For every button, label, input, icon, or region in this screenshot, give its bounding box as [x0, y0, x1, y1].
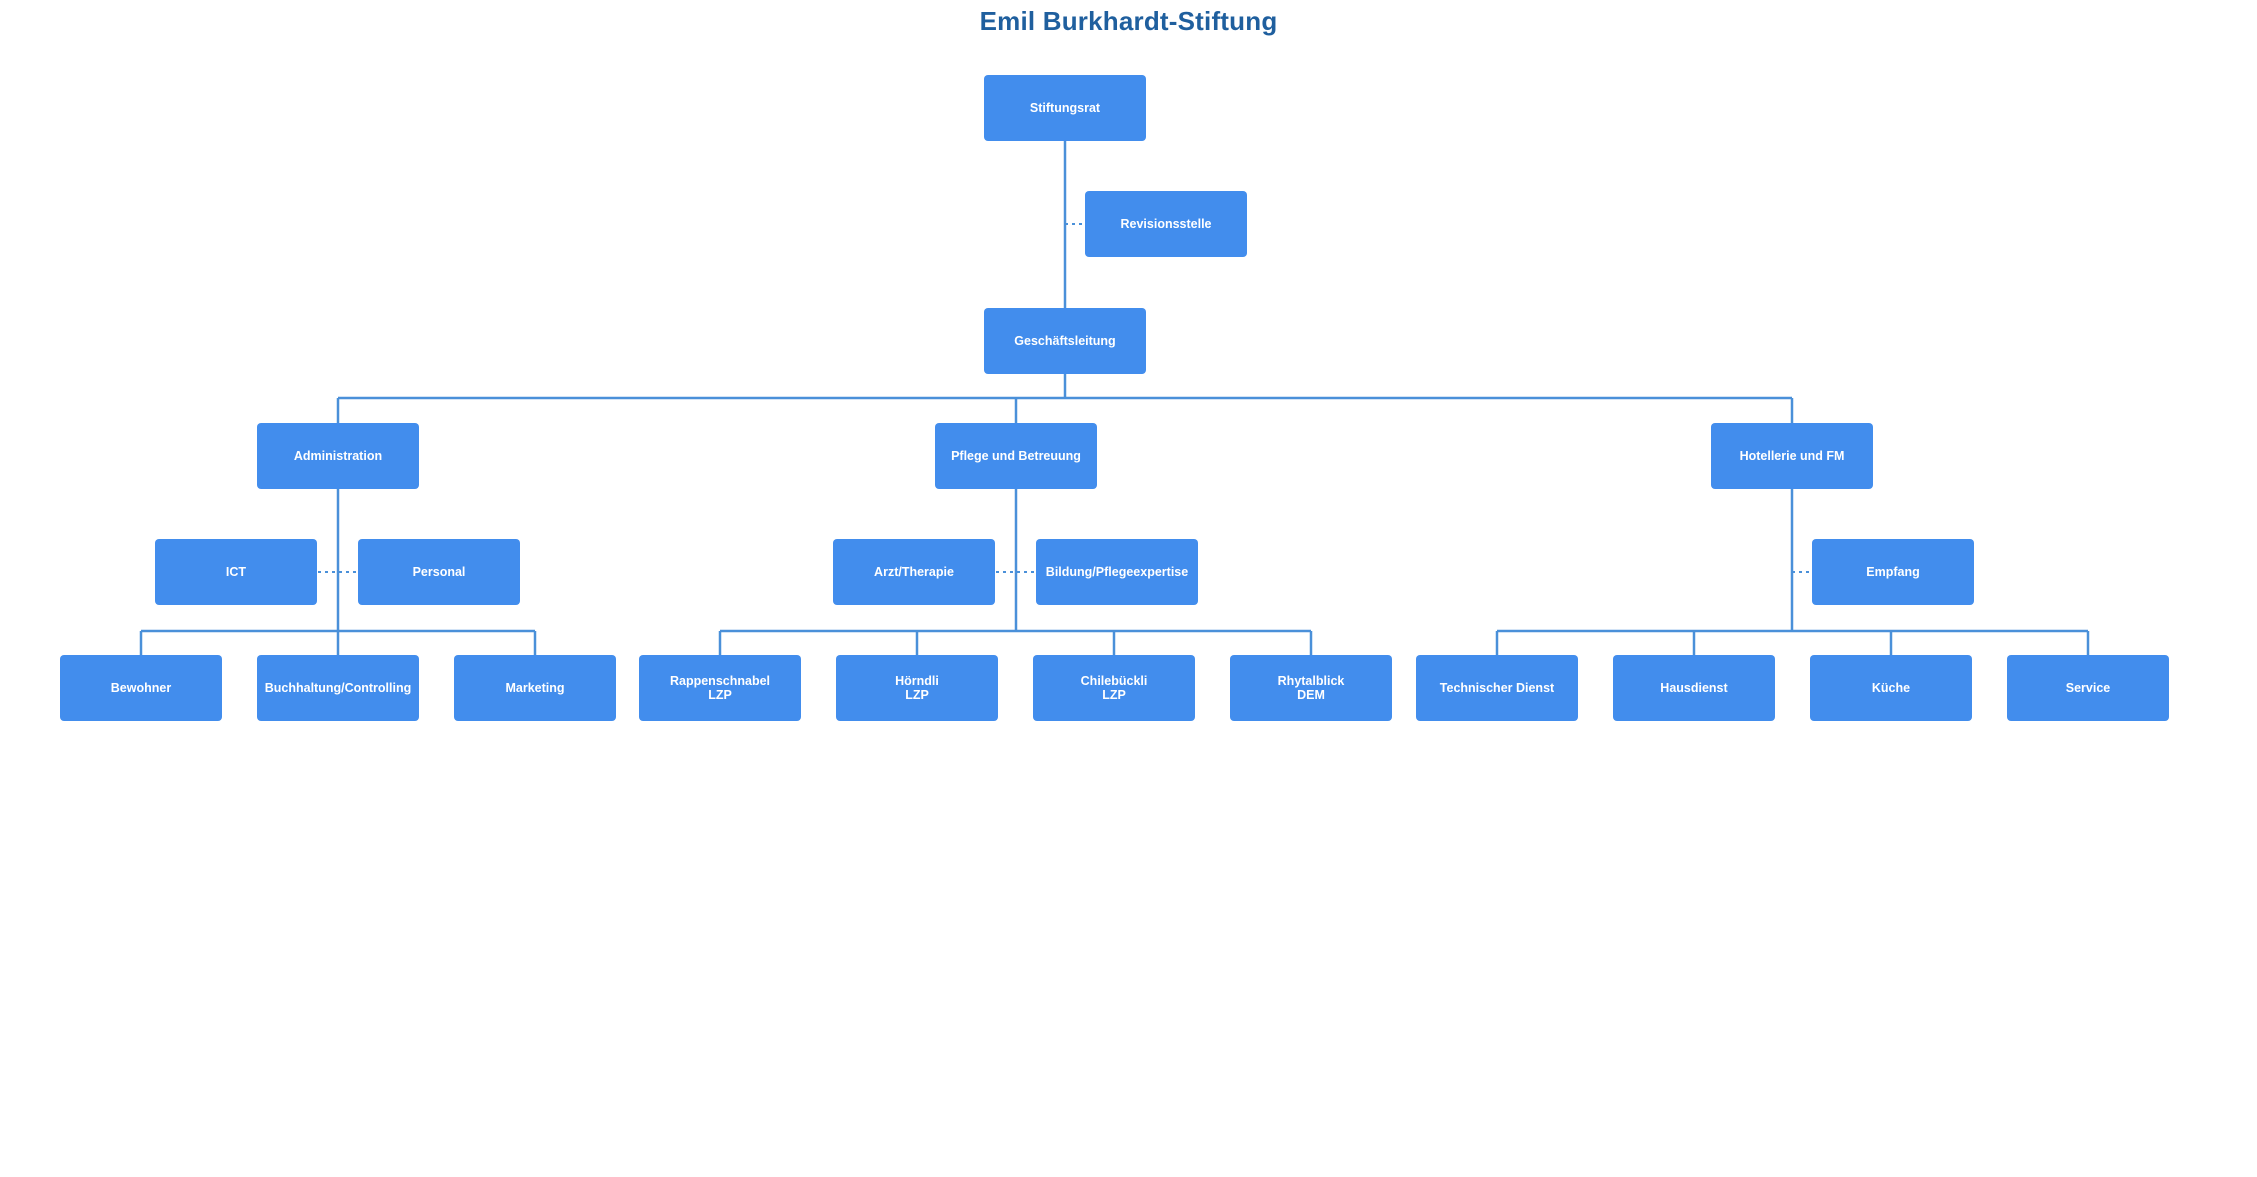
- node-hoerndli-lzp[interactable]: Hörndli LZP: [836, 655, 998, 721]
- node-chilebuekli-lzp[interactable]: Chilebückli LZP: [1033, 655, 1195, 721]
- node-label: Rhytalblick: [1277, 674, 1345, 688]
- node-label: Stiftungsrat: [1029, 101, 1101, 115]
- node-bildung-pflegeexpertise[interactable]: Bildung/Pflegeexpertise: [1036, 539, 1198, 605]
- node-label-group: Hörndli LZP: [895, 674, 939, 702]
- node-label: Bewohner: [110, 681, 172, 695]
- node-label-group: Rhytalblick DEM: [1278, 674, 1345, 702]
- node-personal[interactable]: Personal: [358, 539, 520, 605]
- node-label: Rappenschnabel: [669, 674, 771, 688]
- node-hotellerie-und-fm[interactable]: Hotellerie und FM: [1711, 423, 1873, 489]
- node-administration[interactable]: Administration: [257, 423, 419, 489]
- node-label: Küche: [1871, 681, 1911, 695]
- chart-title: Emil Burkhardt-Stiftung: [979, 6, 1278, 36]
- node-label: Marketing: [505, 681, 565, 695]
- node-label-group: Rappenschnabel LZP: [670, 674, 770, 702]
- node-pflege-und-betreuung[interactable]: Pflege und Betreuung: [935, 423, 1097, 489]
- node-label: Hörndli: [895, 674, 939, 688]
- node-kueche[interactable]: Küche: [1810, 655, 1972, 721]
- node-sublabel: LZP: [905, 688, 929, 702]
- node-geschaeftsleitung[interactable]: Geschäftsleitung: [984, 308, 1146, 374]
- node-hausdienst[interactable]: Hausdienst: [1613, 655, 1775, 721]
- node-buchhaltung-controlling[interactable]: Buchhaltung/Controlling: [257, 655, 419, 721]
- node-ict[interactable]: ICT: [155, 539, 317, 605]
- node-label: Personal: [412, 565, 466, 579]
- node-sublabel: DEM: [1297, 688, 1325, 702]
- node-label: Bildung/Pflegeexpertise: [1045, 565, 1189, 579]
- node-label: Technischer Dienst: [1439, 681, 1555, 695]
- node-label: Revisionsstelle: [1120, 217, 1212, 231]
- node-empfang[interactable]: Empfang: [1812, 539, 1974, 605]
- node-label: Pflege und Betreuung: [951, 449, 1081, 463]
- node-label: Hotellerie und FM: [1739, 449, 1845, 463]
- node-sublabel: LZP: [1102, 688, 1126, 702]
- node-label: ICT: [225, 565, 247, 579]
- node-sublabel: LZP: [708, 688, 732, 702]
- node-rappenschnabel-lzp[interactable]: Rappenschnabel LZP: [639, 655, 801, 721]
- node-bewohner[interactable]: Bewohner: [60, 655, 222, 721]
- node-stiftungsrat[interactable]: Stiftungsrat: [984, 75, 1146, 141]
- node-label: Hausdienst: [1660, 681, 1728, 695]
- node-label: Administration: [293, 449, 383, 463]
- node-revisionsstelle[interactable]: Revisionsstelle: [1085, 191, 1247, 257]
- node-label: Geschäftsleitung: [1014, 334, 1116, 348]
- node-technischer-dienst[interactable]: Technischer Dienst: [1416, 655, 1578, 721]
- node-label: Empfang: [1866, 565, 1920, 579]
- node-label-group: Chilebückli LZP: [1081, 674, 1148, 702]
- node-arzt-therapie[interactable]: Arzt/Therapie: [833, 539, 995, 605]
- node-label: Service: [2065, 681, 2111, 695]
- node-label: Arzt/Therapie: [874, 565, 954, 579]
- node-service[interactable]: Service: [2007, 655, 2169, 721]
- node-label: Buchhaltung/Controlling: [264, 681, 412, 695]
- node-rhytalblick-dem[interactable]: Rhytalblick DEM: [1230, 655, 1392, 721]
- node-label: Chilebückli: [1080, 674, 1148, 688]
- node-marketing[interactable]: Marketing: [454, 655, 616, 721]
